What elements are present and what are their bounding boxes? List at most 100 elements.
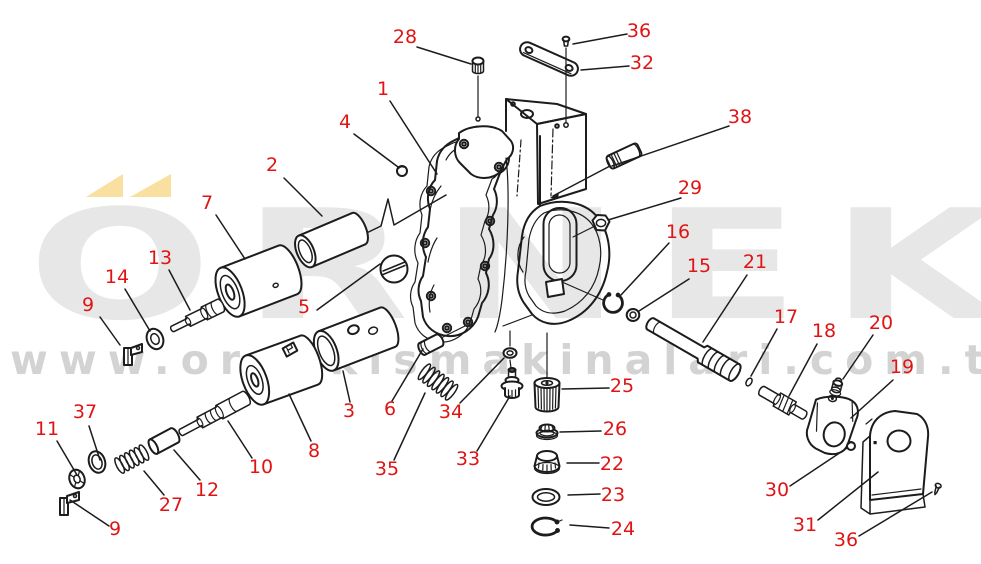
callout-18: 18 <box>812 320 836 342</box>
watermark-url-text: www.ornekismakinalari.com.tr <box>10 336 981 384</box>
part-33-valve <box>500 367 524 399</box>
part-22-cap <box>533 450 561 475</box>
leader-line-9 <box>99 316 121 346</box>
part-10-stepped-shaft <box>178 390 252 437</box>
callout-27: 27 <box>159 494 183 516</box>
callout-13: 13 <box>148 247 172 269</box>
part-28-bolt <box>471 56 485 122</box>
leader-line-7 <box>215 214 246 260</box>
part-36-screw-top <box>561 35 571 128</box>
callout-4: 4 <box>339 111 351 133</box>
callout-25: 25 <box>610 375 634 397</box>
leader-line-21 <box>702 274 748 343</box>
callout-28: 28 <box>393 26 417 48</box>
part-35-spring <box>417 363 459 401</box>
callout-34: 34 <box>439 401 463 423</box>
callout-36: 36 <box>834 529 858 551</box>
leader-line-19 <box>850 379 894 419</box>
part-9-lever-lower <box>59 491 80 516</box>
callout-35: 35 <box>375 458 399 480</box>
callout-8: 8 <box>308 440 320 462</box>
leader-line-15 <box>638 278 690 312</box>
callout-16: 16 <box>666 221 690 243</box>
part-24-snap-ring <box>530 516 563 537</box>
callout-9: 9 <box>82 294 94 316</box>
leader-line-8 <box>288 393 312 442</box>
leader-line-5 <box>316 263 381 311</box>
callout-37: 37 <box>73 401 97 423</box>
part-29-nut <box>591 214 611 232</box>
callout-5: 5 <box>298 296 310 318</box>
callout-31: 31 <box>793 514 817 536</box>
callout-9: 9 <box>109 518 121 540</box>
callout-10: 10 <box>249 456 273 478</box>
leader-line-33 <box>476 395 511 452</box>
part-31-cover-plate <box>860 410 930 515</box>
part-20-cap-nut <box>829 377 844 397</box>
part-25-filter-element <box>533 377 561 413</box>
flange-bolt-holes <box>419 185 496 334</box>
leader-line-26 <box>559 430 602 433</box>
leader-line-16 <box>620 242 670 296</box>
leader-line-23 <box>567 493 601 496</box>
callout-6: 6 <box>384 398 396 420</box>
callout-20: 20 <box>869 312 893 334</box>
part-7-piston <box>214 244 303 318</box>
leader-line-36 <box>572 33 628 45</box>
callout-19: 19 <box>890 356 914 378</box>
callout-15: 15 <box>687 255 711 277</box>
part-30-ball <box>846 441 856 451</box>
callout-21: 21 <box>743 251 767 273</box>
leader-line-29 <box>607 197 682 221</box>
leader-line-10 <box>227 420 253 459</box>
leader-line-30 <box>789 447 848 487</box>
leader-line-28 <box>416 46 472 65</box>
part-4-ball <box>396 165 408 177</box>
leader-line-11 <box>56 440 78 476</box>
part-34-washer <box>502 347 518 359</box>
part-main-housing <box>409 98 611 343</box>
callout-23: 23 <box>601 484 625 506</box>
callout-2: 2 <box>266 154 278 176</box>
part-37-o-ring <box>87 450 107 474</box>
part-8-servo-piston <box>239 334 324 406</box>
leader-line-18 <box>788 343 818 397</box>
part-26-fitting <box>535 423 559 441</box>
part-14-seal-ring <box>145 327 165 351</box>
leader-line-9 <box>69 499 110 527</box>
part-9-lever-upper <box>123 343 143 366</box>
leader-line-4 <box>353 133 399 168</box>
callout-22: 22 <box>600 453 624 475</box>
leader-line-25 <box>561 387 610 390</box>
part-6-plug <box>417 333 445 356</box>
leader-line-17 <box>750 328 778 377</box>
callout-24: 24 <box>611 518 635 540</box>
leader-line-6 <box>391 348 424 402</box>
callout-12: 12 <box>195 479 219 501</box>
leader-line-31 <box>817 471 879 521</box>
leader-line-27 <box>143 470 165 496</box>
part-38-roll-pin <box>605 142 643 170</box>
leader-line-13 <box>168 269 191 311</box>
leader-line-37 <box>88 425 101 461</box>
leader-line-36 <box>858 491 933 537</box>
callout-14: 14 <box>105 266 129 288</box>
callout-30: 30 <box>765 479 789 501</box>
leader-line-3 <box>342 370 351 403</box>
callout-17: 17 <box>774 306 798 328</box>
callout-26: 26 <box>603 418 627 440</box>
callout-1: 1 <box>377 78 389 100</box>
leader-line-34 <box>459 357 505 404</box>
leader-line-35 <box>393 392 426 461</box>
part-23-o-ring <box>531 488 561 506</box>
leader-line-38 <box>611 125 730 167</box>
part-36-screw-bottom <box>934 482 942 496</box>
callout-7: 7 <box>201 192 213 214</box>
part-32-link-strap <box>519 41 579 77</box>
ear-bolt-holes <box>458 138 505 173</box>
callout-32: 32 <box>630 52 654 74</box>
callout-36: 36 <box>627 20 651 42</box>
part-3-sleeve <box>312 306 400 372</box>
